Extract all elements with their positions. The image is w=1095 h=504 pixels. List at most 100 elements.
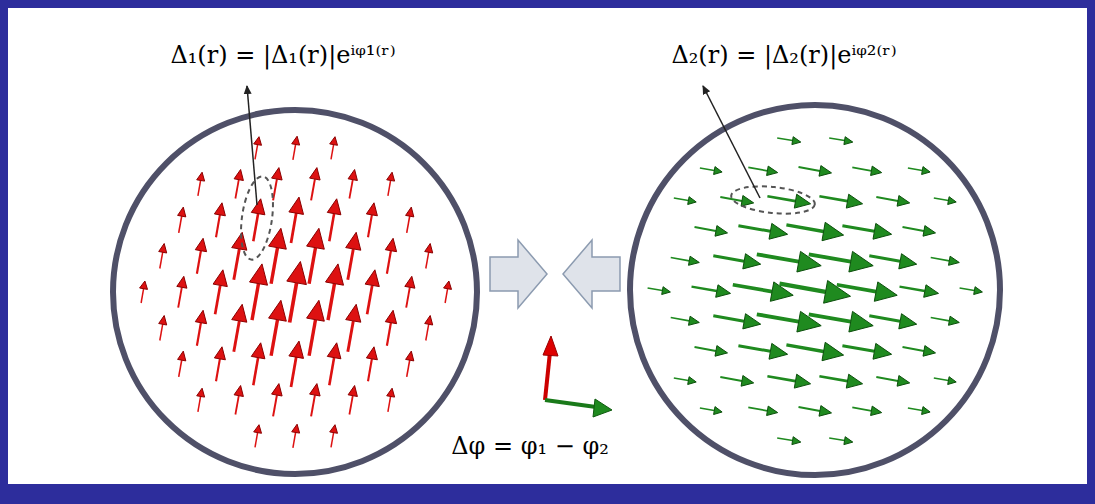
vector-shaft (407, 360, 410, 377)
vector-head (213, 270, 227, 287)
vector-shaft (809, 314, 851, 321)
vector-head (899, 314, 917, 329)
vector-head (254, 137, 262, 146)
vector-head (269, 300, 287, 321)
vector-head (197, 172, 205, 181)
vector-shaft (311, 395, 315, 416)
vector-shaft (733, 285, 772, 292)
vector-shaft (426, 252, 429, 268)
vector-head (159, 316, 167, 326)
vector-shaft (852, 167, 871, 170)
vector-shaft (876, 377, 898, 381)
vector-head (715, 346, 728, 357)
vector-shaft (349, 396, 352, 415)
vector-head (307, 228, 325, 249)
vector-head (232, 232, 247, 250)
vector-shaft (271, 248, 277, 284)
vector-head (792, 137, 801, 145)
vector-shaft (869, 316, 900, 322)
vector-shaft (842, 226, 874, 232)
vector-shaft (198, 396, 201, 411)
vector-shaft (406, 287, 410, 307)
block-arrow-left (563, 240, 620, 308)
vector-shaft (720, 377, 742, 381)
vector-head (214, 203, 225, 216)
order-parameter-formula: Δ₁(r) = |Δ₁(r)|eⁱᵠ¹⁽ʳ⁾ (167, 41, 398, 70)
vector-shaft (309, 320, 315, 356)
vector-shaft (674, 198, 689, 201)
vector-head (688, 197, 697, 205)
vector-head (387, 172, 395, 181)
vector-head (844, 437, 853, 445)
vector-head (689, 316, 700, 325)
vector-head (873, 223, 892, 239)
vector-shaft (738, 226, 770, 232)
vector-shaft (273, 395, 277, 416)
vector-shaft (908, 408, 922, 411)
vector-shaft (216, 359, 220, 381)
vector-shaft (829, 438, 844, 441)
vector-head (871, 166, 882, 175)
vector-head (177, 276, 187, 288)
vector-shaft (349, 180, 352, 199)
vector-head (287, 262, 307, 285)
vector-head (195, 310, 206, 323)
vector-shaft (748, 167, 767, 170)
vector-head (326, 264, 344, 285)
vector-shaft (271, 320, 277, 356)
vector-shaft (903, 227, 924, 231)
vector-head (899, 254, 917, 269)
vector-shaft (777, 138, 792, 141)
vector-head (819, 166, 832, 177)
vector-shaft (780, 284, 826, 292)
vector-shaft (903, 347, 924, 351)
vector-shaft (799, 167, 821, 171)
vector-shaft (695, 227, 716, 231)
vector-head (251, 199, 265, 215)
vector-head (425, 316, 433, 326)
vector-head (741, 196, 754, 207)
vector-shaft (852, 407, 871, 410)
vector-shaft (713, 316, 744, 322)
vector-head (250, 264, 268, 285)
vector-head (366, 203, 377, 216)
vector-head (272, 384, 283, 396)
vector-head (741, 376, 754, 387)
vector-head (822, 222, 844, 240)
vector-shaft (311, 179, 315, 200)
vector-head (769, 343, 788, 359)
vector-head (922, 167, 931, 175)
vector-shaft (255, 433, 258, 448)
vector-shaft (388, 396, 391, 411)
vector-head (365, 270, 379, 287)
vector-shaft (215, 285, 220, 314)
vector-head (871, 406, 882, 415)
vector-shaft (348, 321, 354, 352)
vector-head (767, 406, 778, 415)
vector-head (769, 223, 788, 239)
vector-head (897, 376, 910, 387)
vector-head (234, 170, 243, 181)
vector-head (310, 168, 321, 180)
vector-shaft (178, 287, 182, 307)
vector-head (272, 168, 283, 180)
vector-shaft (738, 346, 770, 352)
vector-shaft (931, 258, 950, 261)
vector-head (948, 197, 957, 205)
dashed-highlight (236, 174, 277, 261)
vector-shaft (234, 321, 240, 352)
vector-shaft (235, 396, 238, 415)
vector-shaft (777, 438, 792, 441)
vector-shaft (328, 284, 335, 321)
vector-head (346, 232, 361, 250)
vector-shaft (931, 318, 950, 321)
dashed-highlight (730, 183, 816, 218)
right-grain-outline (630, 105, 1000, 475)
vector-shaft (388, 180, 391, 195)
vector-head (348, 170, 357, 181)
vector-shaft (252, 284, 259, 321)
vector-head (406, 351, 414, 361)
vector-shaft (368, 215, 372, 237)
vector-shaft (234, 249, 240, 280)
vector-shaft (869, 256, 900, 261)
